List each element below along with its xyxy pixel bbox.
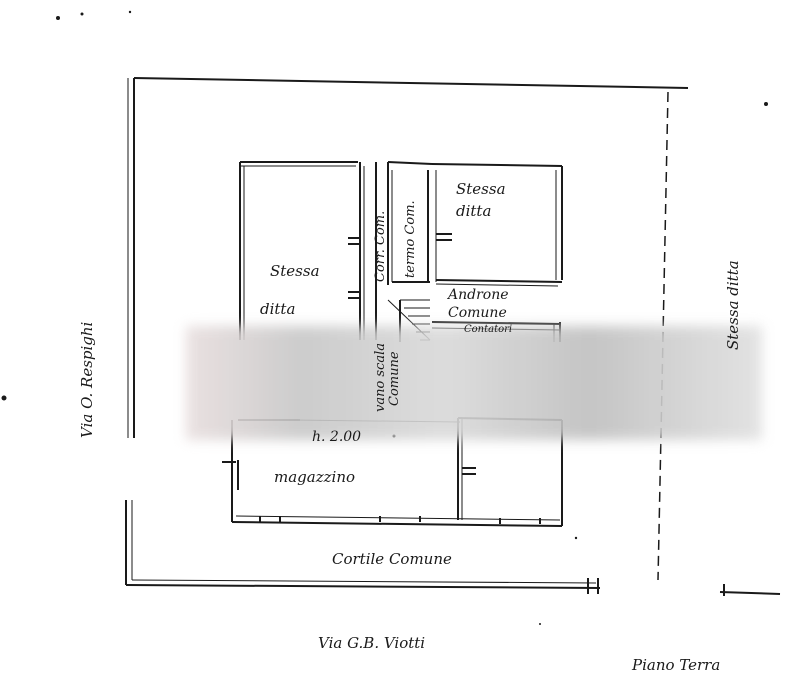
label-vano-scala-comune: Comune xyxy=(387,351,402,406)
label-termo-com: termo Com. xyxy=(403,200,418,278)
label-piano-terra: Piano Terra xyxy=(632,656,721,674)
label-stessa-ditta-side: Stessa ditta xyxy=(724,260,742,350)
label-via-viotti: Via G.B. Viotti xyxy=(318,634,426,652)
label-stessa-right: Stessa xyxy=(456,180,506,198)
label-corr-com: Corr. Com. xyxy=(373,210,388,282)
label-contatori: Contatori xyxy=(464,324,513,335)
label-ditta-left: ditta xyxy=(260,300,296,318)
label-ditta-right: ditta xyxy=(456,202,492,220)
lot-boundary-top xyxy=(133,77,689,89)
label-androne-comune: Comune xyxy=(448,305,507,321)
label-cortile-comune: Cortile Comune xyxy=(332,550,452,568)
wall-right-room-top xyxy=(431,163,563,167)
label-vano-scala: vano scala xyxy=(373,342,388,412)
label-stessa-left: Stessa xyxy=(270,262,320,280)
label-height: h. 2.00 xyxy=(312,429,362,445)
label-androne: Androne xyxy=(448,287,509,303)
wall-bottom xyxy=(231,521,563,527)
redacted-area xyxy=(186,326,762,440)
lot-boundary-bottom xyxy=(125,584,601,589)
label-via-respighi: Via O. Respighi xyxy=(78,321,96,438)
label-magazzino: magazzino xyxy=(274,468,356,486)
